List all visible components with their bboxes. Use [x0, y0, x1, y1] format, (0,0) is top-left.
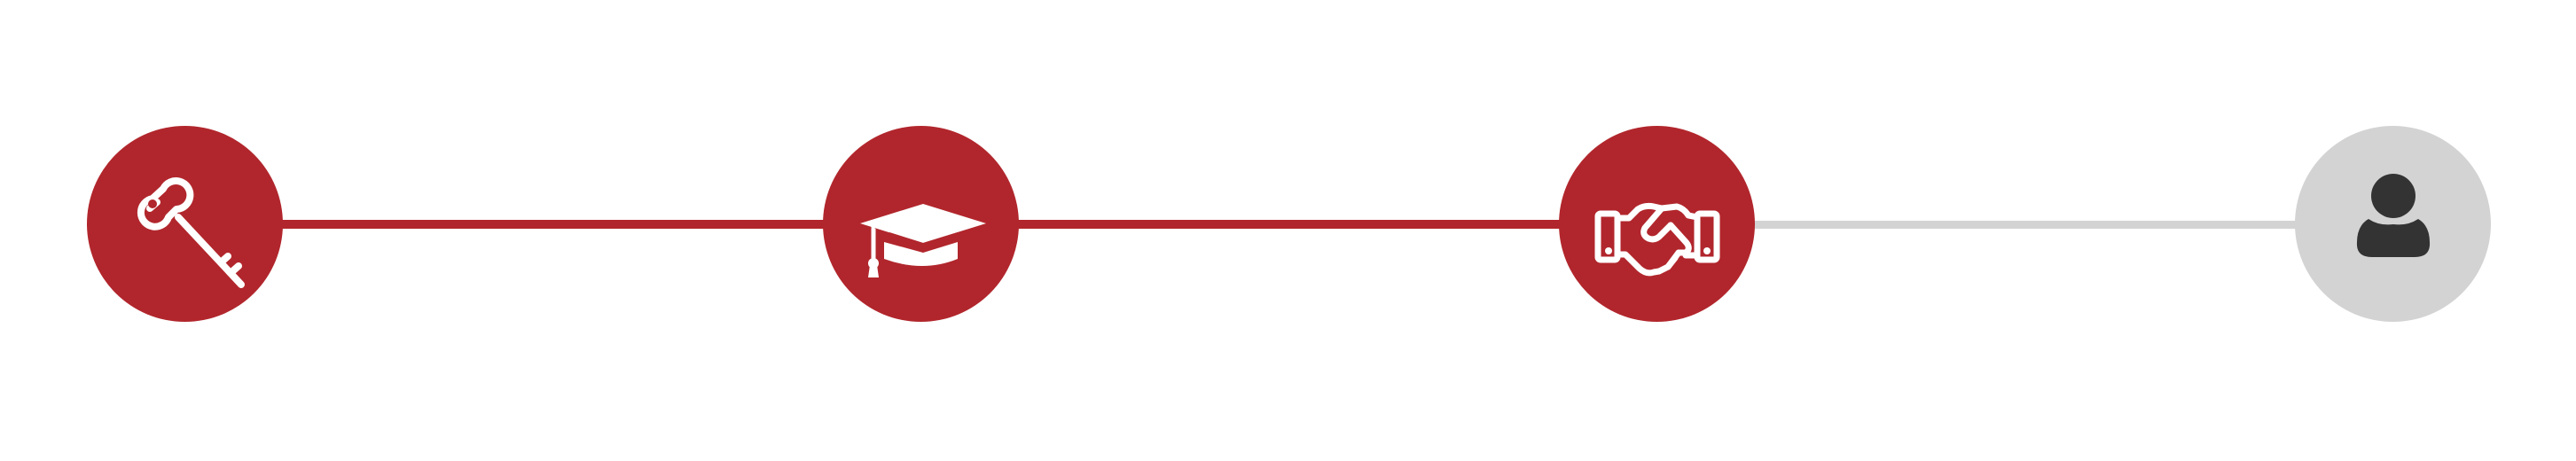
connector-step-1-2 [266, 220, 842, 229]
step-1-circle[interactable] [87, 126, 283, 322]
connector-step-2-3 [1002, 220, 1578, 229]
user-icon [2322, 153, 2464, 295]
step-2-circle[interactable] [823, 126, 1019, 322]
connector-step-3-4 [1738, 221, 2323, 229]
handshake-icon [1586, 153, 1728, 295]
step-4-circle[interactable] [2295, 126, 2491, 322]
step-3-circle[interactable] [1559, 126, 1755, 322]
key-icon [114, 153, 256, 295]
graduation-cap-icon [850, 153, 992, 295]
